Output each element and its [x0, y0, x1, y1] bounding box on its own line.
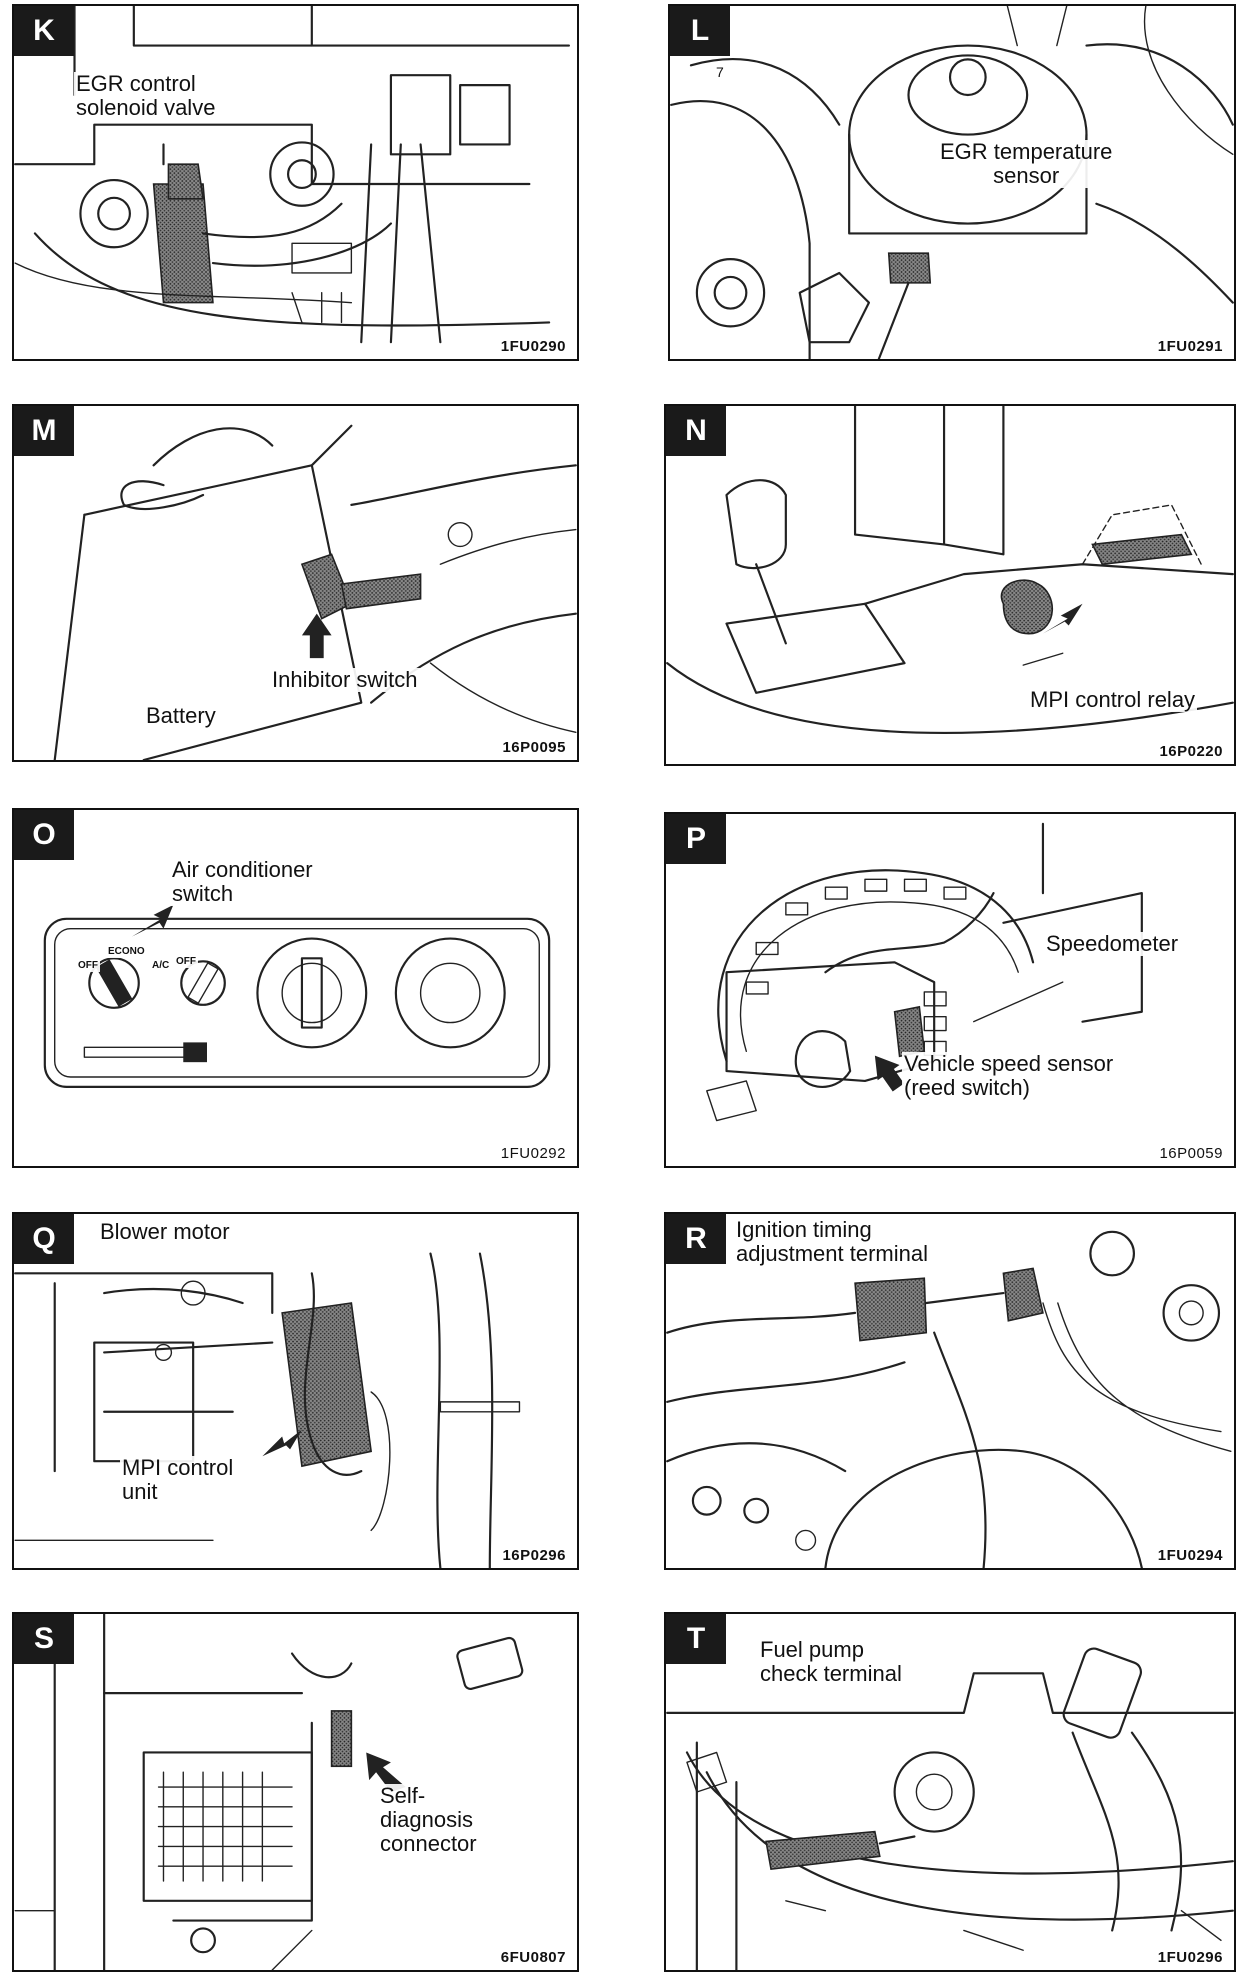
figure-code: 16P0059	[1156, 1145, 1226, 1162]
panel-letter: T	[666, 1614, 726, 1664]
figure-code: 1FU0290	[497, 338, 569, 355]
panel-k: K EGR control solenoid valve 1FU0290	[12, 4, 579, 361]
ignition-terminal-label: Ignition timing adjustment terminal	[734, 1217, 930, 1266]
knob-off-label: OFF	[76, 960, 100, 972]
figure-code: 16P0296	[499, 1547, 569, 1564]
speedometer-illustration	[706, 822, 1143, 1122]
ac-switch-label: Air conditioner switch	[170, 857, 315, 906]
blower-motor-label: Blower motor	[98, 1219, 232, 1244]
self-diagnosis-illustration	[14, 1614, 524, 1970]
ignition-terminal-illustration	[666, 1230, 1232, 1568]
ac-switch-illustration	[43, 904, 551, 1088]
egr-solenoid-label: EGR control solenoid valve	[74, 71, 218, 120]
battery-label: Battery	[144, 703, 218, 728]
panel-t: T Fuel pump check terminal 1FU0296	[664, 1612, 1236, 1972]
figure-code: 16P0220	[1156, 743, 1226, 760]
panel-letter: M	[14, 406, 74, 456]
panel-o: O Air conditioner switch ECONO OFF A/C O…	[12, 808, 579, 1168]
inhibitor-switch-label: Inhibitor switch	[270, 667, 420, 692]
figure-code: 6FU0807	[497, 1949, 569, 1966]
panel-letter: R	[666, 1214, 726, 1264]
self-diagnosis-label: Self- diagnosis connector	[378, 1783, 479, 1856]
egr-sensor-label: EGR temperature sensor	[938, 139, 1115, 188]
mpi-relay-illustration	[666, 406, 1234, 734]
panel-p: P Speedometer Vehicle speed sensor (reed…	[664, 812, 1236, 1168]
fuel-pump-terminal-label: Fuel pump check terminal	[758, 1637, 904, 1686]
figure-code: 1FU0294	[1154, 1547, 1226, 1564]
knob-off-label-2: OFF	[174, 956, 198, 968]
figure-code: 1FU0292	[497, 1145, 569, 1162]
inhibitor-switch-illustration	[53, 424, 577, 760]
egr-sensor-illustration	[670, 6, 1234, 359]
egr-solenoid-illustration	[14, 6, 570, 344]
panel-m: M Inhibitor switch Battery 16P0095	[12, 404, 579, 762]
panel-letter: P	[666, 814, 726, 864]
panel-l: L 7 EGR temperature sensor 1FU0291	[668, 4, 1236, 361]
figure-code: 1FU0291	[1154, 338, 1226, 355]
speed-sensor-label: Vehicle speed sensor (reed switch)	[902, 1051, 1116, 1100]
panel-letter: N	[666, 406, 726, 456]
mpi-relay-label: MPI control relay	[1028, 687, 1198, 712]
panel-s: S Self- diagnosis connector 6FU0807	[12, 1612, 579, 1972]
panel-letter: Q	[14, 1214, 74, 1264]
small-mark: 7	[714, 64, 726, 80]
mpi-unit-illustration	[14, 1252, 521, 1568]
knob-ac-label: A/C	[150, 960, 172, 972]
panel-letter: K	[14, 6, 74, 56]
panel-letter: O	[14, 810, 74, 860]
panel-letter: S	[14, 1614, 74, 1664]
knob-econo-label: ECONO	[106, 946, 147, 958]
mpi-unit-label: MPI control unit	[120, 1455, 236, 1504]
fuel-pump-terminal-illustration	[666, 1647, 1234, 1970]
speedometer-label: Speedometer	[1044, 931, 1181, 956]
figure-code: 1FU0296	[1154, 1949, 1226, 1966]
panel-r: R Ignition timing adjustment terminal 1F…	[664, 1212, 1236, 1570]
figure-code: 16P0095	[499, 739, 569, 756]
panel-letter: L	[670, 6, 730, 56]
panel-q: Q Blower motor MPI control unit 16P0296	[12, 1212, 579, 1570]
panel-n: N MPI control relay 16P0220	[664, 404, 1236, 766]
